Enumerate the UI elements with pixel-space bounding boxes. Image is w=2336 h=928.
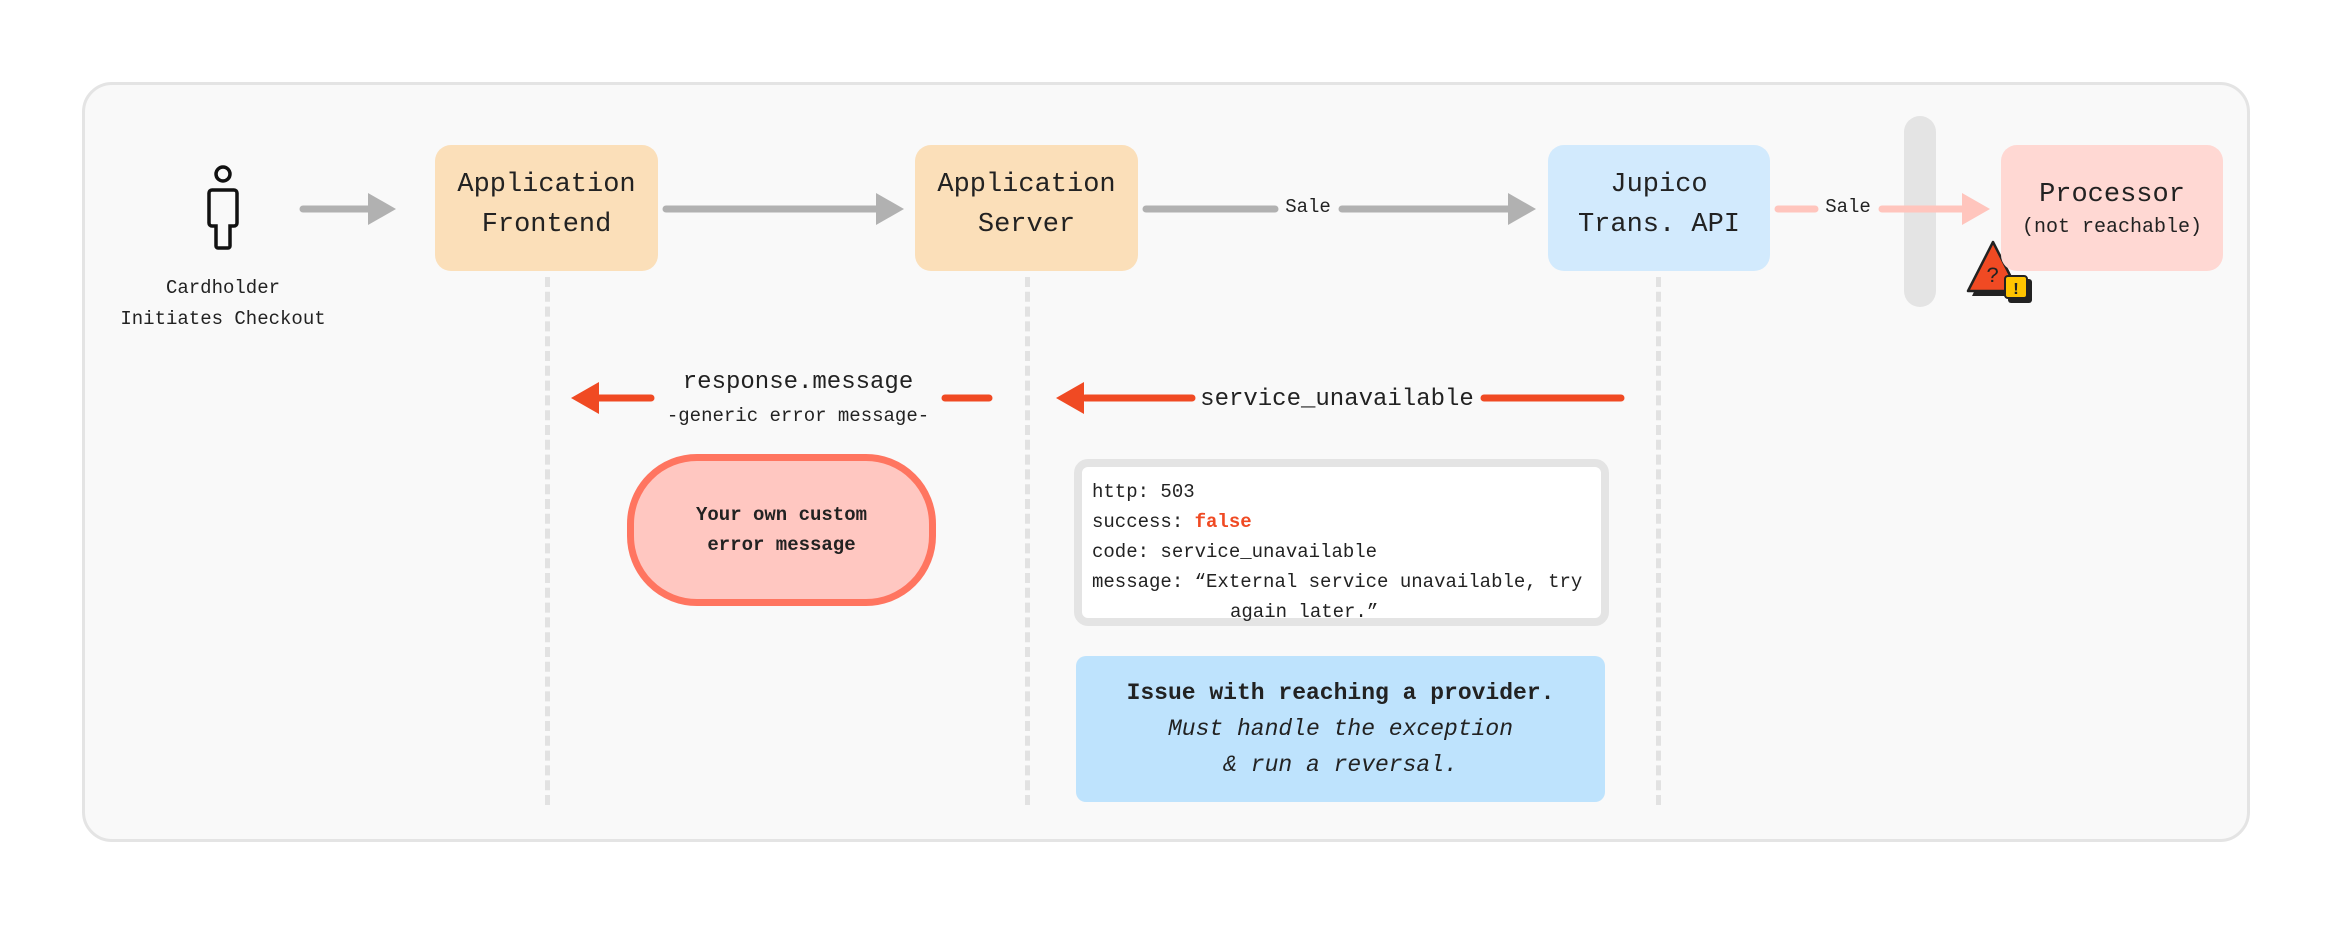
value: “External service unavailable, try bbox=[1194, 571, 1583, 593]
node-subtitle: Trans. API bbox=[1577, 210, 1741, 240]
arrow-jupico-to-server-error bbox=[1056, 382, 1625, 414]
jupico-api-node: Jupico Trans. API bbox=[1548, 145, 1770, 271]
sale-label-failed: Sale bbox=[1825, 196, 1871, 218]
key: code: bbox=[1092, 541, 1150, 563]
message-row-cont: again later.” bbox=[1092, 597, 1591, 627]
caption-line: Cardholder bbox=[165, 277, 281, 299]
code-row: code: service_unavailable bbox=[1092, 537, 1591, 567]
node-title: Application bbox=[457, 170, 636, 200]
response-message-label: response.message bbox=[682, 369, 914, 396]
person-icon bbox=[207, 165, 239, 250]
custom-error-message-box: Your own custom error message bbox=[627, 454, 936, 606]
sale-label: Sale bbox=[1285, 196, 1331, 218]
processor-node: Processor (not reachable) bbox=[2001, 145, 2223, 271]
svg-text:?: ? bbox=[1986, 264, 1999, 289]
custom-error-line: Your own custom bbox=[695, 504, 868, 526]
http-row: http: 503 bbox=[1092, 477, 1591, 507]
application-frontend-node: Application Frontend bbox=[435, 145, 658, 271]
arrow-server-to-jupico bbox=[1142, 193, 1536, 225]
value: 503 bbox=[1160, 481, 1195, 503]
arrow-cardholder-to-frontend bbox=[299, 193, 396, 225]
note-line: Must handle the exception bbox=[1167, 716, 1514, 742]
arrow-frontend-to-server bbox=[662, 193, 904, 225]
note-title: Issue with reaching a provider. bbox=[1126, 680, 1555, 706]
key: success: bbox=[1092, 511, 1184, 533]
lifeline-jupico bbox=[1656, 277, 1661, 805]
generic-error-sublabel: -generic error message- bbox=[666, 405, 930, 427]
note-line: & run a reversal. bbox=[1223, 752, 1458, 778]
exception-note: Issue with reaching a provider. Must han… bbox=[1076, 656, 1605, 802]
node-subtitle: (not reachable) bbox=[2021, 216, 2203, 239]
node-subtitle: Frontend bbox=[481, 210, 612, 240]
node-subtitle: Server bbox=[977, 210, 1076, 240]
cardholder-caption: Cardholder Initiates Checkout bbox=[120, 273, 325, 335]
arrow-jupico-to-processor bbox=[1774, 193, 1990, 225]
node-title: Application bbox=[937, 170, 1116, 200]
key: http: bbox=[1092, 481, 1150, 503]
lifeline-frontend bbox=[545, 277, 550, 805]
svg-text:!: ! bbox=[2011, 281, 2021, 300]
message-row: message: “External service unavailable, … bbox=[1092, 567, 1591, 597]
arrow-server-to-frontend-response bbox=[571, 382, 993, 414]
key: message: bbox=[1092, 571, 1184, 593]
response-body-box: http: 503 success: false code: service_u… bbox=[1074, 459, 1609, 626]
lifeline-server bbox=[1025, 277, 1030, 805]
value: again later.” bbox=[1230, 601, 1379, 623]
value: false bbox=[1194, 511, 1252, 533]
node-title: Processor bbox=[2039, 180, 2185, 210]
custom-error-line: error message bbox=[707, 534, 856, 556]
success-row: success: false bbox=[1092, 507, 1591, 537]
value: service_unavailable bbox=[1160, 541, 1378, 563]
application-server-node: Application Server bbox=[915, 145, 1138, 271]
caption-line: Initiates Checkout bbox=[120, 308, 326, 330]
node-title: Jupico bbox=[1610, 170, 1708, 200]
service-unavailable-label: service_unavailable bbox=[1200, 386, 1474, 413]
